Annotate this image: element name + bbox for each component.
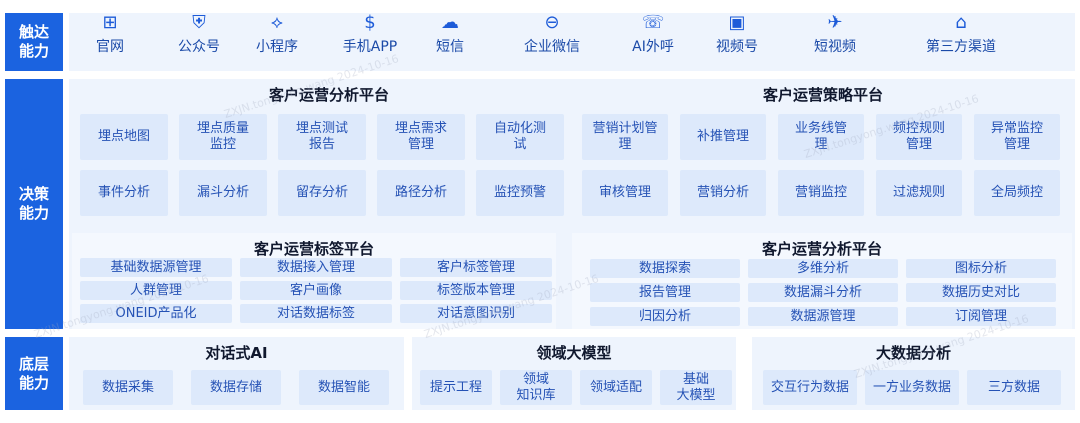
mini-program-icon: ⟡	[271, 12, 283, 33]
tag-platform-title: 客户运营标签平台	[253, 240, 374, 258]
ai-call-icon: ☏	[641, 12, 665, 33]
strategy-platform-title: 客户运营策略平台	[762, 86, 883, 104]
analysis-platform-2-item[interactable]: 数据源管理	[748, 307, 898, 326]
dialog-ai-item[interactable]: 数据智能	[299, 370, 389, 405]
channel-official-account[interactable]: ⛨ 公众号	[164, 10, 234, 70]
strategy-platform-item[interactable]: 异常监控 管理	[974, 114, 1060, 160]
reach-panel	[69, 13, 1075, 71]
video-channel-icon: ▣	[728, 12, 746, 33]
strategy-platform-item[interactable]: 营销监控	[778, 170, 864, 216]
analysis-platform-item[interactable]: 埋点需求 管理	[377, 114, 465, 160]
section-label-decision: 决策 能力	[5, 79, 63, 329]
analysis-platform-item[interactable]: 留存分析	[278, 170, 366, 216]
channel-label: 短视频	[814, 39, 856, 55]
strategy-platform-item[interactable]: 补推管理	[680, 114, 766, 160]
channel-mobile-app[interactable]: $ 手机APP	[325, 10, 415, 70]
domain-model-item[interactable]: 基础 大模型	[660, 370, 732, 405]
dialog-ai-item[interactable]: 数据存储	[191, 370, 281, 405]
analysis-platform-item[interactable]: 漏斗分析	[179, 170, 267, 216]
strategy-platform-item[interactable]: 营销分析	[680, 170, 766, 216]
analysis-platform-title: 客户运营分析平台	[268, 86, 389, 104]
analysis-platform-item[interactable]: 自动化测 试	[476, 114, 564, 160]
tag-platform-item[interactable]: 客户画像	[240, 281, 392, 300]
big-data-title: 大数据分析	[875, 344, 951, 362]
channel-video-channel[interactable]: ▣ 视频号	[707, 10, 767, 70]
tag-platform-item[interactable]: 对话数据标签	[240, 304, 392, 323]
domain-model-title: 领域大模型	[536, 344, 612, 362]
channel-label: 手机APP	[342, 39, 398, 55]
big-data-item[interactable]: 三方数据	[967, 370, 1061, 405]
channel-label: 官网	[96, 39, 124, 55]
tag-platform-item[interactable]: 数据接入管理	[240, 258, 392, 277]
channel-wecom[interactable]: ⊖ 企业微信	[512, 10, 592, 70]
tag-platform-item[interactable]: 客户标签管理	[400, 258, 552, 277]
tag-platform-item[interactable]: ONEID产品化	[80, 304, 232, 323]
analysis-platform-2-item[interactable]: 数据历史对比	[906, 283, 1056, 302]
analysis-platform-item[interactable]: 埋点地图	[80, 114, 168, 160]
website-icon: ⊞	[102, 12, 118, 33]
analysis-platform-2-title: 客户运营分析平台	[761, 240, 882, 258]
strategy-platform-item[interactable]: 营销计划管 理	[582, 114, 668, 160]
channel-sms[interactable]: ☁ 短信	[420, 10, 480, 70]
analysis-platform-item[interactable]: 埋点质量 监控	[179, 114, 267, 160]
channel-ai-call[interactable]: ☏ AI外呼	[618, 10, 688, 70]
analysis-platform-2-item[interactable]: 报告管理	[590, 283, 740, 302]
strategy-platform-item[interactable]: 业务线管 理	[778, 114, 864, 160]
analysis-platform-2-item[interactable]: 订阅管理	[906, 307, 1056, 326]
channel-label: 视频号	[716, 39, 758, 55]
section-label-reach: 触达 能力	[5, 13, 63, 71]
short-video-icon: ✈	[827, 12, 843, 33]
section-label-base: 底层 能力	[5, 337, 63, 410]
analysis-platform-2-item[interactable]: 数据探索	[590, 259, 740, 278]
channel-label: 小程序	[256, 39, 298, 55]
tag-platform-item[interactable]: 人群管理	[80, 281, 232, 300]
big-data-item[interactable]: 交互行为数据	[763, 370, 857, 405]
channel-label: 第三方渠道	[926, 39, 996, 55]
domain-model-item[interactable]: 领域 知识库	[500, 370, 572, 405]
strategy-platform-item[interactable]: 审核管理	[582, 170, 668, 216]
channel-website[interactable]: ⊞ 官网	[80, 10, 140, 70]
analysis-platform-2-item[interactable]: 归因分析	[590, 307, 740, 326]
dialog-ai-item[interactable]: 数据采集	[83, 370, 173, 405]
channel-short-video[interactable]: ✈ 短视频	[800, 10, 870, 70]
channel-label: 短信	[436, 39, 464, 55]
analysis-platform-item[interactable]: 埋点测试 报告	[278, 114, 366, 160]
analysis-platform-item[interactable]: 监控预警	[476, 170, 564, 216]
channel-label: AI外呼	[632, 39, 674, 55]
domain-model-item[interactable]: 领域适配	[580, 370, 652, 405]
tag-platform-item[interactable]: 基础数据源管理	[80, 258, 232, 277]
channel-mini-program[interactable]: ⟡ 小程序	[242, 10, 312, 70]
sms-icon: ☁	[441, 12, 459, 33]
tag-platform-item[interactable]: 标签版本管理	[400, 281, 552, 300]
strategy-platform-item[interactable]: 过滤规则	[876, 170, 962, 216]
channel-label: 企业微信	[524, 39, 580, 55]
channel-third-party[interactable]: ⌂ 第三方渠道	[906, 10, 1016, 70]
domain-model-item[interactable]: 提示工程	[420, 370, 492, 405]
official-account-icon: ⛨	[192, 12, 206, 33]
channel-label: 公众号	[178, 39, 220, 55]
analysis-platform-2-item[interactable]: 数据漏斗分析	[748, 283, 898, 302]
analysis-platform-2-item[interactable]: 多维分析	[748, 259, 898, 278]
analysis-platform-2-item[interactable]: 图标分析	[906, 259, 1056, 278]
dialog-ai-title: 对话式AI	[205, 344, 268, 362]
strategy-platform-item[interactable]: 全局频控	[974, 170, 1060, 216]
big-data-item[interactable]: 一方业务数据	[865, 370, 959, 405]
analysis-platform-item[interactable]: 路径分析	[377, 170, 465, 216]
third-party-icon: ⌂	[955, 12, 967, 33]
strategy-platform-item[interactable]: 频控规则 管理	[876, 114, 962, 160]
wecom-icon: ⊖	[544, 12, 560, 33]
tag-platform-item[interactable]: 对话意图识别	[400, 304, 552, 323]
analysis-platform-item[interactable]: 事件分析	[80, 170, 168, 216]
mobile-app-icon: $	[364, 12, 376, 33]
